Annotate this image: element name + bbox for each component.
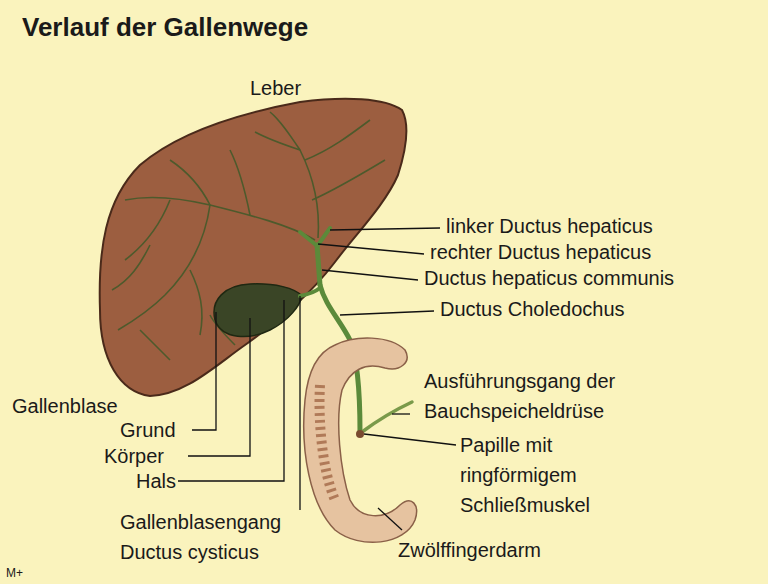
part-label: rechter Ductus hepaticus <box>430 240 651 264</box>
papilla <box>356 430 364 438</box>
bile-branches <box>112 112 385 360</box>
part-label: Gallenblase <box>12 394 118 418</box>
duodenum-folds <box>320 385 335 500</box>
part-label: Gallenblasengang <box>120 510 281 534</box>
duodenum <box>304 338 417 542</box>
part-label: Ductus cysticus <box>120 540 259 564</box>
part-label: Körper <box>104 444 164 468</box>
part-label: Grund <box>120 418 176 442</box>
leader-lines <box>178 228 456 530</box>
part-label: Leber <box>250 76 301 100</box>
title: Verlauf der Gallenwege <box>22 12 308 43</box>
part-label: Ausführungsgang der Bauchspeicheldrüse <box>424 366 664 426</box>
gallbladder <box>214 284 302 337</box>
part-label: Zwölffingerdarm <box>398 538 541 562</box>
part-label: linker Ductus hepaticus <box>446 214 653 238</box>
part-label: Ductus Choledochus <box>440 297 625 321</box>
part-label: M+ <box>6 566 23 580</box>
part-label: Papille mit ringförmigem Schließmuskel <box>460 430 610 520</box>
part-label: Ductus hepaticus communis <box>424 266 674 290</box>
part-label: Hals <box>136 469 176 493</box>
